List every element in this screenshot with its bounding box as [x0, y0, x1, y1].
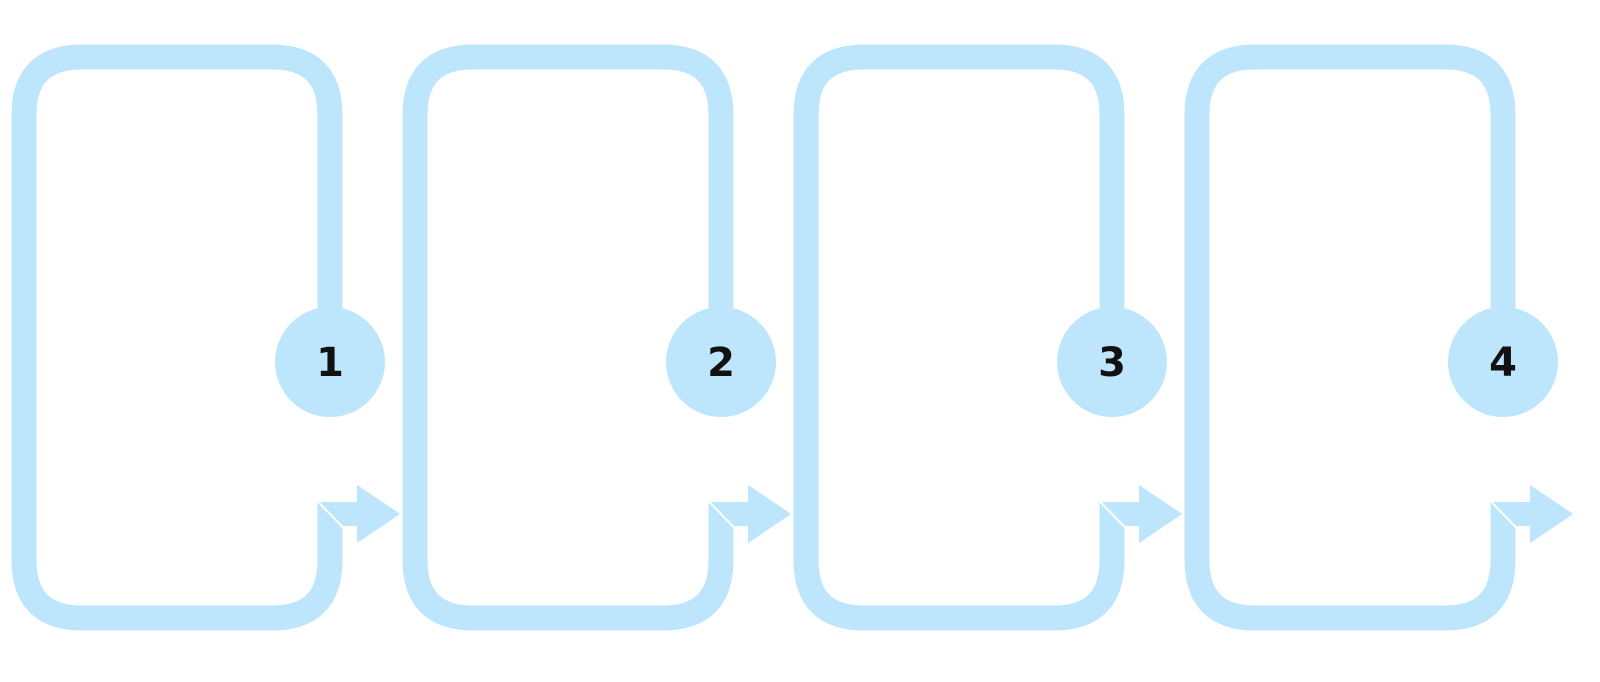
arrow-right-icon: [315, 481, 404, 547]
step-number-badge: [1057, 307, 1167, 417]
step-frame: [11, 44, 343, 631]
arrow-right-icon: [1488, 481, 1577, 547]
step-frame: [1184, 44, 1516, 631]
step-1: 1: [11, 44, 404, 631]
step-4: 4: [1184, 44, 1577, 631]
step-number-badge: [1448, 307, 1558, 417]
step-number-label: 2: [707, 340, 735, 386]
step-frame: [402, 44, 734, 631]
step-number-label: 3: [1098, 340, 1126, 386]
step-number-label: 1: [316, 340, 344, 386]
step-frame: [793, 44, 1125, 631]
step-number-label: 4: [1489, 340, 1517, 386]
step-number-badge: [666, 307, 776, 417]
arrow-right-icon: [1097, 481, 1186, 547]
step-3: 3: [793, 44, 1186, 631]
step-2: 2: [402, 44, 795, 631]
step-number-badge: [275, 307, 385, 417]
arrow-right-icon: [706, 481, 795, 547]
